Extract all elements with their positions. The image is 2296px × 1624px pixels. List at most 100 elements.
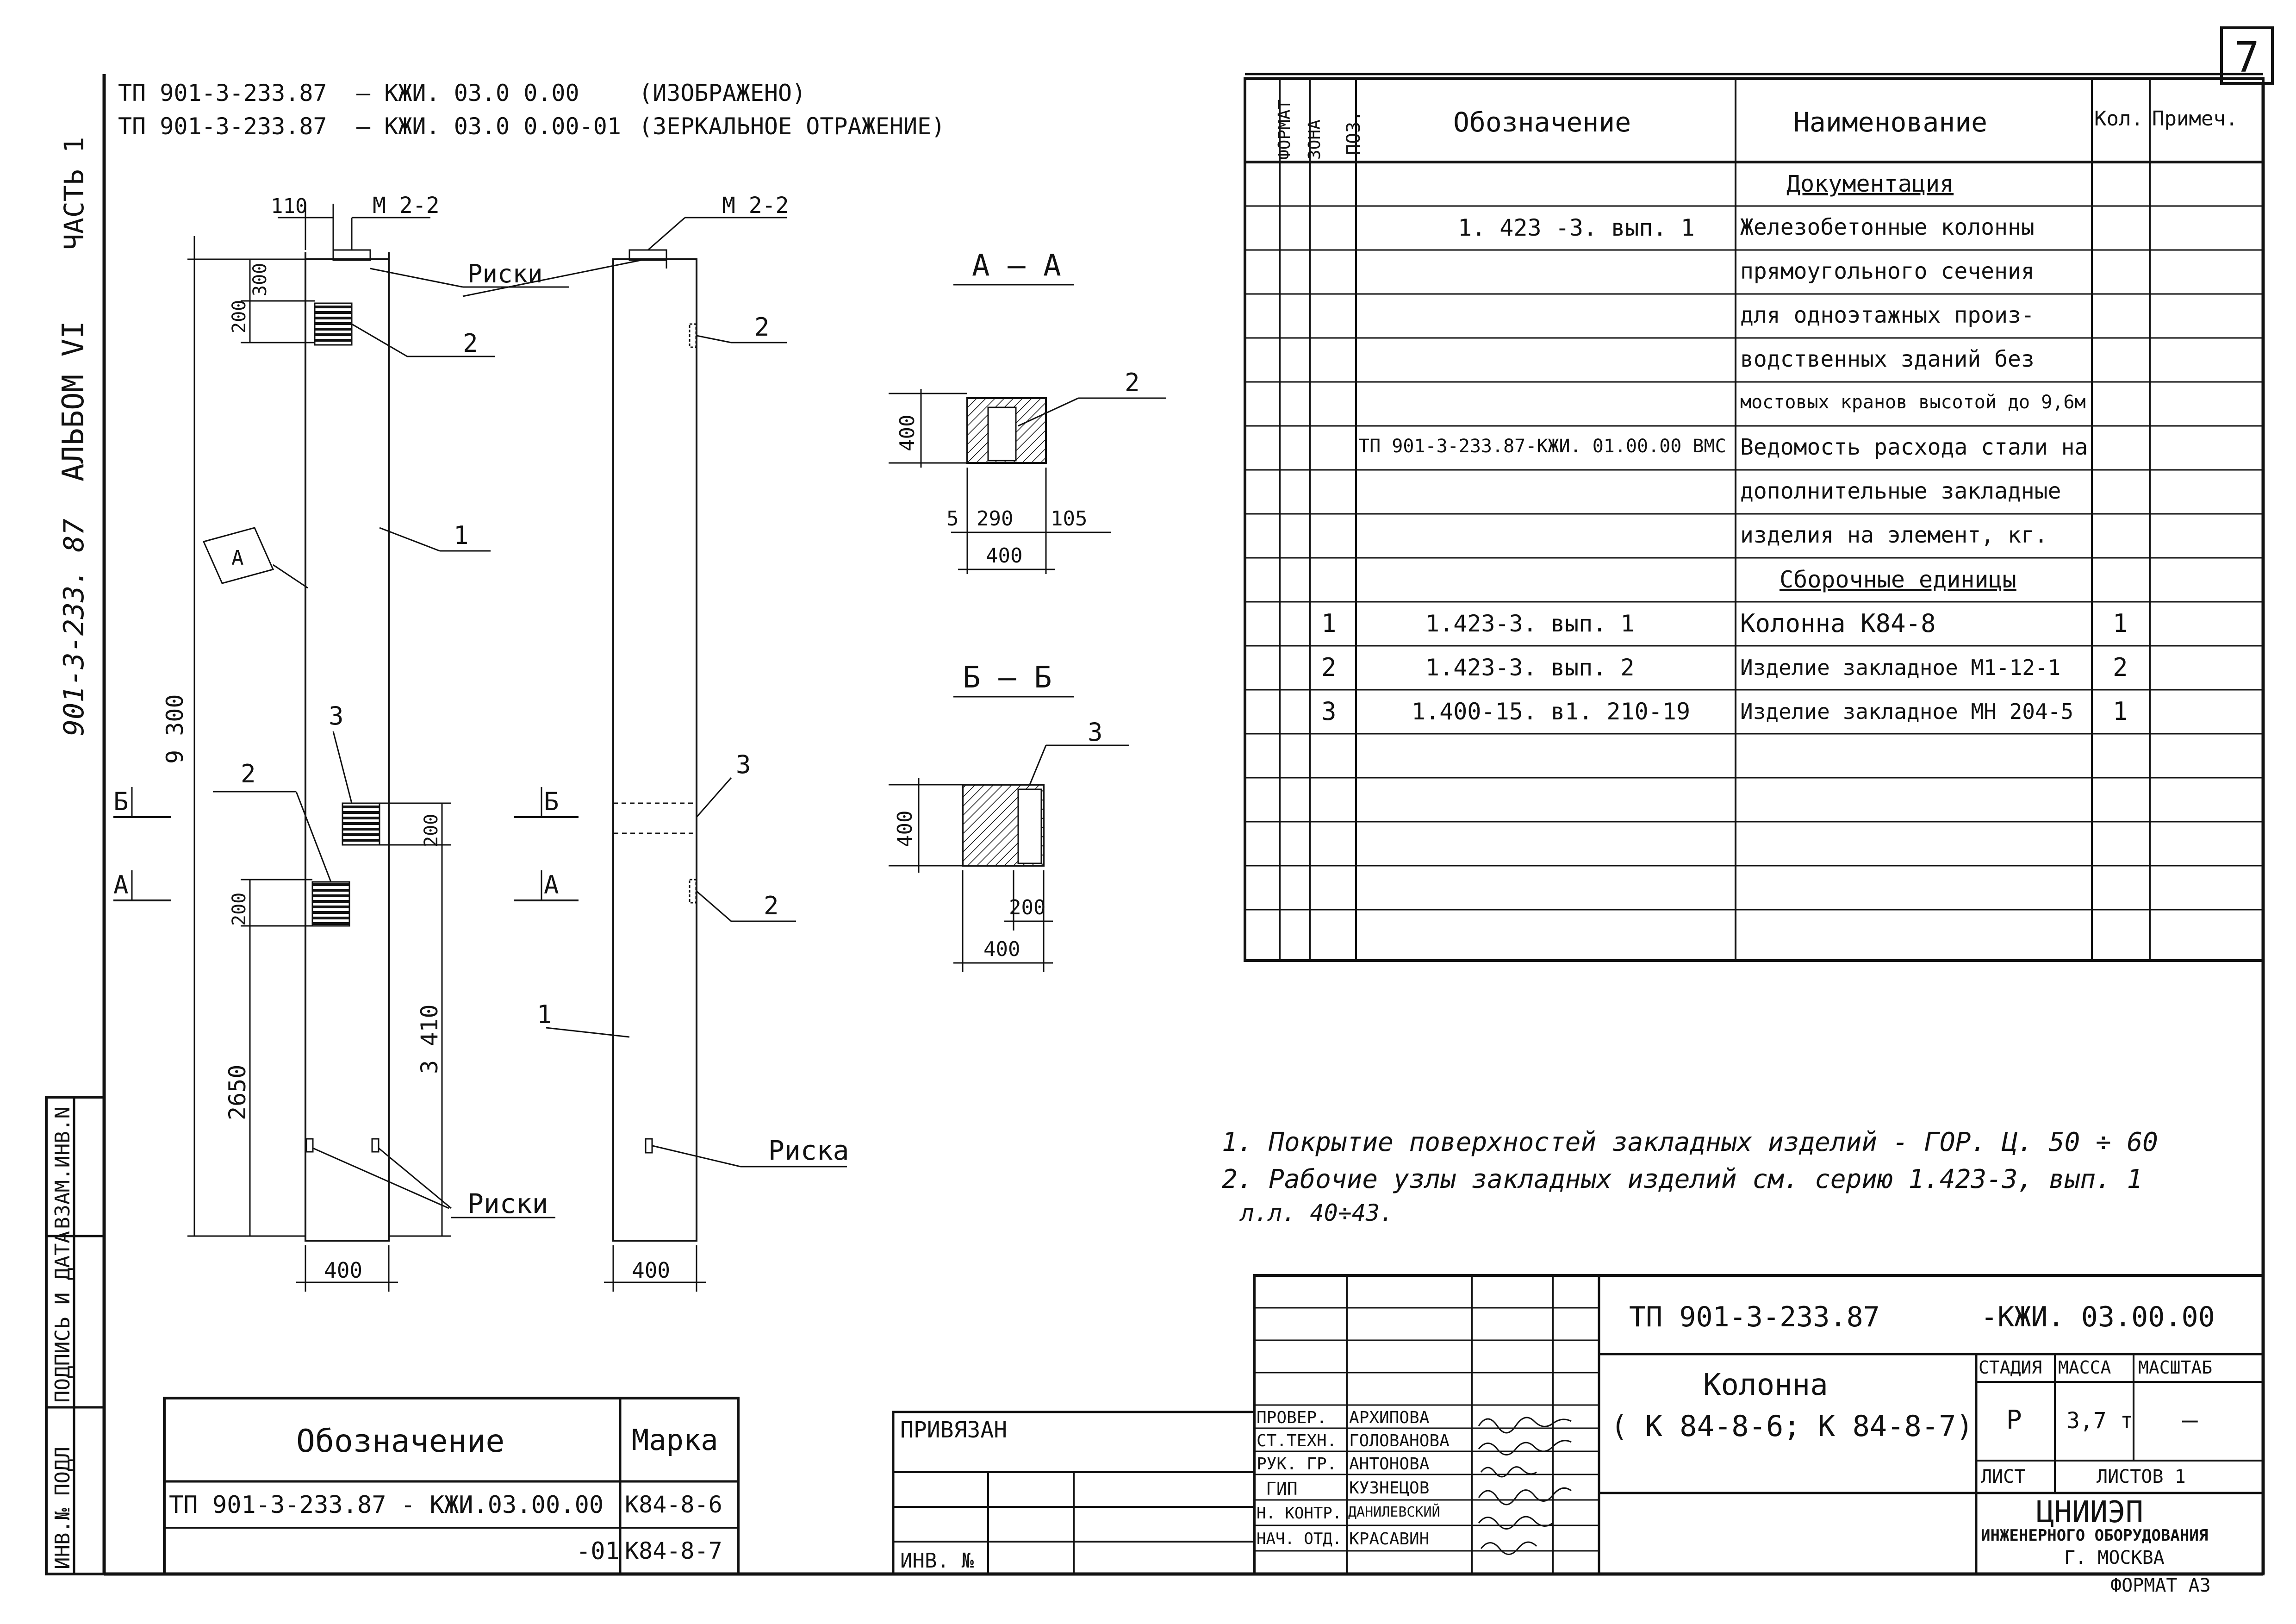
dim-300: 300	[249, 263, 271, 296]
spec-row-11-qty: 2	[2113, 653, 2128, 682]
spec-row-11-name: Изделие закладное М1-12-1	[1740, 655, 2061, 680]
scale-header: МАСШТАБ	[2138, 1357, 2213, 1378]
left-column-labels: 110 М 2-2 300 200 Риски 2 1 А 9 300 3 2 …	[113, 193, 548, 1283]
org-name: ЦНИИЭП	[2036, 1495, 2144, 1530]
spec-row-11-designation: 1.423-3. вып. 2	[1425, 654, 1635, 681]
signer-4-name: ДАНИЛЕВСКИЙ	[1348, 1504, 1440, 1520]
section-aa-labels: А – А 2 400 5 290 105 400	[896, 249, 1140, 568]
dim-110: 110	[271, 194, 307, 218]
signer-0-role: ПРОВЕР.	[1257, 1408, 1327, 1427]
signer-3-role: ГИП	[1266, 1479, 1298, 1499]
sheets-label: ЛИСТОВ 1	[2097, 1466, 2186, 1487]
spec-row-5-name: мостовых кранов высотой до 9,6м	[1740, 392, 2086, 413]
spec-header-name: Наименование	[1793, 106, 1988, 138]
dim-200-low: 200	[229, 893, 250, 926]
dim-3410: 3 410	[416, 1004, 443, 1074]
dim-width-left: 400	[324, 1258, 362, 1283]
header-line2-code: ТП 901-3-233.87	[118, 113, 327, 140]
dim-width-right: 400	[632, 1258, 670, 1283]
title-name-line1: Колонна	[1703, 1368, 1828, 1402]
view-a-flag: А	[231, 546, 244, 570]
spec-row-4-name: водственных зданий без	[1740, 346, 2035, 372]
title-name-line2: ( К 84-8-6; К 84-8-7)	[1611, 1409, 1973, 1443]
callout-3-right: 3	[736, 750, 751, 779]
label-riska: Риска	[768, 1135, 849, 1166]
callout-2-mid-left: 2	[241, 759, 256, 788]
section-aa-title: А – А	[972, 249, 1061, 283]
header-line1-code: ТП 901-3-233.87	[118, 80, 327, 106]
spec-row-11-pos: 2	[1321, 653, 1337, 682]
right-column-elevation	[462, 217, 847, 1292]
embedded-part-3	[342, 802, 380, 846]
org-city: Г. МОСКВА	[2064, 1547, 2165, 1568]
spec-row-10-name: Колонна К84-8	[1740, 609, 1936, 638]
spec-row-10-designation: 1.423-3. вып. 1	[1425, 610, 1635, 637]
spec-row-6-name: Ведомость расхода стали на	[1740, 434, 2088, 460]
stage-header: СТАДИЯ	[1979, 1357, 2042, 1378]
binding-inv: ИНВ. №	[900, 1549, 974, 1573]
spec-row-12-designation: 1.400-15. в1. 210-19	[1412, 698, 1691, 725]
callout-1-right: 1	[537, 1000, 552, 1029]
marks-row-1-mark: К84-8-7	[625, 1537, 722, 1564]
section-bb-labels: Б – Б 3 400 200 400	[893, 661, 1103, 961]
label-riski-bottom: Риски	[467, 1188, 548, 1219]
spec-row-3-name: для одноэтажных произ-	[1740, 302, 2035, 328]
header-line1-note: (ИЗОБРАЖЕНО)	[639, 80, 806, 106]
side-signature-date: ПОДПИСЬ И ДАТА	[51, 1231, 75, 1403]
spec-row-7-name: дополнительные закладные	[1740, 478, 2061, 504]
spec-row-1-designation: 1. 423 -3. вып. 1	[1458, 214, 1695, 241]
callout-2-top-right: 2	[754, 312, 770, 342]
header-line2-mark: – КЖИ. 03.0 0.00-01	[356, 113, 621, 140]
spec-header-pos: ПОЗ.	[1343, 110, 1364, 155]
side-inv-vzam: ВЗАМ.ИНВ.N	[51, 1106, 75, 1229]
section-aa-callout: 2	[1125, 368, 1140, 397]
spec-row-9-name: Сборочные единицы	[1780, 566, 2016, 593]
signer-0-name: АРХИПОВА	[1349, 1408, 1430, 1427]
section-mark-a-left: А	[113, 870, 129, 899]
binding-label: ПРИВЯЗАН	[900, 1417, 1008, 1443]
dim-2650: 2650	[224, 1065, 251, 1120]
embedded-part-2-top	[314, 302, 353, 346]
marks-row-1-designation: -01	[576, 1537, 620, 1565]
section-bb-callout: 3	[1088, 718, 1103, 747]
section-aa-dim5: 5	[946, 507, 959, 531]
spec-row-12-pos: 3	[1321, 697, 1337, 726]
callout-2-low-right: 2	[764, 891, 779, 920]
spec-row-6-designation: ТП 901-3-233.87-КЖИ. 01.00.00 ВМС	[1358, 436, 1726, 457]
mass-value: 3,7 т	[2066, 1408, 2134, 1434]
spec-row-1-name: Железобетонные колонны	[1740, 214, 2035, 240]
signer-1-role: СТ.ТЕХН.	[1257, 1431, 1337, 1450]
section-mark-a-right: А	[544, 870, 559, 899]
section-aa-height: 400	[896, 415, 919, 451]
side-part: ЧАСТЬ 1	[58, 137, 90, 250]
signer-4-role: Н. КОНТР.	[1257, 1504, 1342, 1523]
section-aa-dim290: 290	[977, 507, 1013, 531]
mark-m22-left: М 2-2	[373, 193, 440, 219]
marks-table-grid	[163, 1397, 740, 1575]
spec-header-note: Примеч.	[2152, 107, 2238, 131]
spec-row-8-name: изделия на элемент, кг.	[1740, 522, 2048, 548]
spec-row-12-qty: 1	[2113, 697, 2128, 726]
scale-value: —	[2182, 1405, 2198, 1435]
note-2: 2. Рабочие узлы закладных изделий см. се…	[1222, 1164, 2143, 1194]
signer-2-name: АНТОНОВА	[1349, 1455, 1430, 1474]
header: ТП 901-3-233.87 – КЖИ. 03.0 0.00 (ИЗОБРА…	[118, 80, 945, 140]
side-series: 901-3-233. 87	[58, 518, 90, 736]
sheet-label: ЛИСТ	[1981, 1466, 2026, 1487]
section-bb-height: 400	[893, 811, 917, 847]
title-mark: -КЖИ. 03.00.00	[1981, 1301, 2215, 1333]
signer-5-name: КРАСАВИН	[1349, 1530, 1430, 1549]
spec-header-zone: ЗОНА	[1305, 119, 1324, 160]
side-inv-orig: ИНВ.№ ПОДЛ	[51, 1447, 75, 1569]
note-3: л.л. 40÷43.	[1240, 1199, 1394, 1226]
side-album: АЛЬБОМ VI	[56, 321, 91, 481]
signer-5-role: НАЧ. ОТД.	[1257, 1530, 1342, 1548]
callout-3-left: 3	[329, 701, 344, 731]
signatures	[1478, 1417, 1572, 1555]
marks-row-0-designation: ТП 901-3-233.87 - КЖИ.03.00.00	[169, 1491, 604, 1519]
left-column-elevation	[113, 204, 579, 1292]
marks-header-designation: Обозначение	[296, 1423, 505, 1460]
spec-row-2-name: прямоугольного сечения	[1740, 258, 2035, 284]
spec-row-12-name: Изделие закладное МН 204-5	[1740, 699, 2074, 724]
format-label: ФОРМАТ А3	[2110, 1575, 2211, 1596]
